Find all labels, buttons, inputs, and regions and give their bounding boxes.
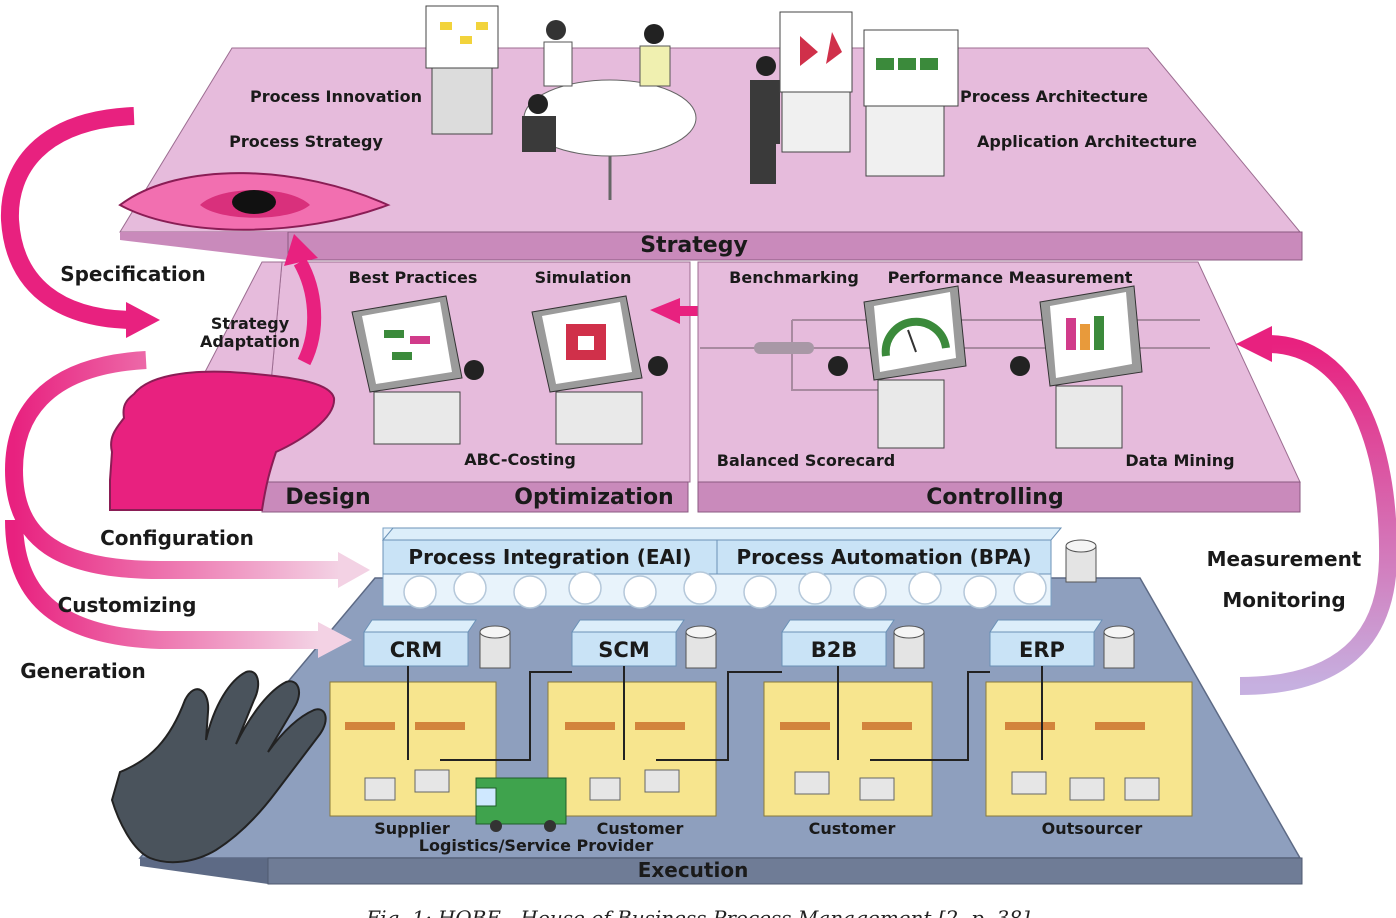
specification-label: Specification: [60, 262, 206, 286]
customizing-label: Customizing: [58, 593, 197, 617]
system-erp-label: ERP: [1019, 638, 1065, 662]
partner-supplier: Supplier: [374, 819, 450, 838]
controlling-title: Controlling: [926, 485, 1063, 510]
generation-label: Generation: [20, 659, 146, 683]
monitoring-label: Monitoring: [1222, 588, 1345, 612]
design-title: Design: [285, 485, 370, 510]
figure-caption: Fig. 1: HOBE - House of Business Process…: [365, 906, 1030, 918]
execution-layer: Execution Process Integration (EAI) Proc…: [110, 527, 1303, 885]
partner-customer-2: Customer: [809, 819, 896, 838]
strategy-title: Strategy: [640, 233, 748, 258]
whiteboard-icon: [425, 5, 499, 135]
strategy-layer: Strategy Process Innovation Process Stra…: [118, 5, 1303, 261]
controlling-band: [697, 481, 1301, 513]
people-meeting-icon: [522, 20, 780, 184]
building-customer-1: [547, 681, 717, 817]
abc-costing-label: ABC-Costing: [464, 450, 576, 469]
workstation-best-practices: [351, 295, 484, 445]
building-customer-2: [763, 681, 933, 817]
system-b2b: B2B: [781, 619, 925, 669]
measurement-arrow-icon: [1239, 335, 1396, 695]
execution-title: Execution: [638, 858, 749, 882]
strategy-adaptation-label-1: Strategy: [211, 314, 290, 333]
head-profile-icon: [109, 370, 336, 511]
execution-band: [267, 857, 1303, 885]
process-strategy-label: Process Strategy: [229, 132, 383, 151]
eye-icon: [118, 172, 391, 231]
design-band: [261, 481, 689, 513]
benchmarking-label: Benchmarking: [729, 268, 859, 287]
building-supplier: [329, 681, 497, 817]
system-erp: ERP: [989, 619, 1135, 669]
performance-measurement-label: Performance Measurement: [888, 268, 1133, 287]
truck-icon: [475, 777, 567, 832]
configuration-arrow-icon: [4, 351, 340, 579]
workstation-benchmarking: [828, 285, 967, 449]
strategy-adaptation-label-2: Adaptation: [200, 332, 300, 351]
system-crm: CRM: [363, 619, 511, 669]
balanced-scorecard-label: Balanced Scorecard: [717, 451, 895, 470]
network-lines: [407, 666, 1043, 761]
configuration-label: Configuration: [100, 526, 254, 550]
system-scm-label: SCM: [598, 638, 649, 662]
workstation-data-mining: [1010, 285, 1143, 449]
gears-icon: [403, 571, 1047, 609]
system-b2b-label: B2B: [811, 638, 858, 662]
workstation-simulation: [531, 295, 668, 445]
logistics-label: Logistics/Service Provider: [419, 836, 654, 855]
controlling-layer: Controlling Benchmarking Performance Mea…: [697, 261, 1301, 513]
design-optimization-layer: Design Optimization Best Practices Simul…: [147, 261, 726, 513]
optimization-arrow-icon: [650, 298, 726, 324]
process-architecture-label: Process Architecture: [960, 87, 1148, 106]
system-scm: SCM: [571, 619, 717, 669]
process-innovation-label: Process Innovation: [250, 87, 422, 106]
hand-icon: [110, 670, 327, 864]
partner-customer-1: Customer: [597, 819, 684, 838]
data-mining-label: Data Mining: [1125, 451, 1234, 470]
simulation-label: Simulation: [535, 268, 632, 287]
best-practices-label: Best Practices: [349, 268, 478, 287]
meeting-table: [523, 79, 697, 200]
database-icon: [1065, 539, 1097, 583]
application-architecture-label: Application Architecture: [977, 132, 1197, 151]
building-outsourcer: [985, 681, 1193, 817]
system-crm-label: CRM: [390, 638, 442, 662]
process-automation-label: Process Automation (BPA): [737, 545, 1032, 569]
architecture-boards-icon: [779, 11, 959, 177]
process-automation-box: [716, 539, 1052, 575]
partner-outsourcer: Outsourcer: [1042, 819, 1143, 838]
process-integration-label: Process Integration (EAI): [408, 545, 691, 569]
strategy-band: [287, 231, 1303, 261]
customizing-arrow-icon: [5, 519, 318, 649]
process-integration-box: [382, 539, 718, 575]
optimization-title: Optimization: [514, 485, 673, 510]
specification-arrow-icon: [0, 107, 135, 329]
connector: [754, 342, 814, 354]
measurement-label: Measurement: [1207, 547, 1362, 571]
strategy-adaptation-arrow-icon: [293, 258, 322, 366]
